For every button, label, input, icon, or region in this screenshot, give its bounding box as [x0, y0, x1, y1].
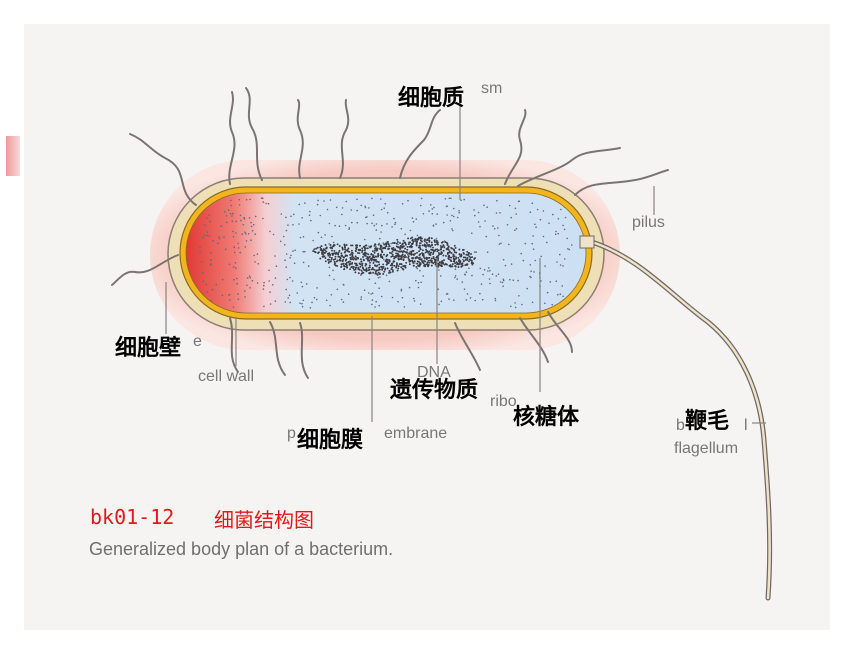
label-genetic-material-zh: 遗传物质: [390, 378, 479, 403]
cytoplasm: [185, 192, 587, 314]
caption-title: 细菌结构图: [214, 508, 314, 532]
label-pilus: pilus: [632, 214, 665, 231]
label-cell-wall-zh: 细胞壁: [115, 336, 182, 361]
label-dna-en: DNA: [417, 364, 451, 381]
label-cell-wall-en: cell wall: [198, 368, 255, 385]
caption-id: bk01-12: [90, 505, 175, 529]
caption-subtitle: Generalized body plan of a bacterium.: [89, 539, 394, 559]
label-ribosomes-en: ribo: [490, 393, 517, 410]
label-capsule-en: e: [193, 333, 202, 350]
label-membrane-en-end: embrane: [384, 425, 448, 442]
leader-lines: [165, 100, 766, 424]
label-ribosome-zh: 核糖体: [513, 405, 580, 430]
label-cytoplasm-zh: 细胞质: [398, 86, 465, 111]
red-accent-bar: [6, 136, 20, 176]
ribosome-dots: [199, 197, 573, 309]
nucleoid: [312, 236, 476, 276]
label-cytoplasm-en: sm: [481, 80, 503, 97]
label-flagellum-zh: 鞭毛: [685, 409, 730, 434]
label-membrane-zh: 细胞膜: [297, 428, 364, 453]
pili: [111, 87, 669, 379]
label-flagellum-en-tail: l: [744, 417, 748, 434]
label-flagellum-en: flagellum: [674, 440, 739, 457]
label-membrane-en-start: p: [287, 425, 296, 442]
flagellum-hook: [579, 235, 595, 249]
label-flagellum-en-start: b: [676, 417, 685, 434]
